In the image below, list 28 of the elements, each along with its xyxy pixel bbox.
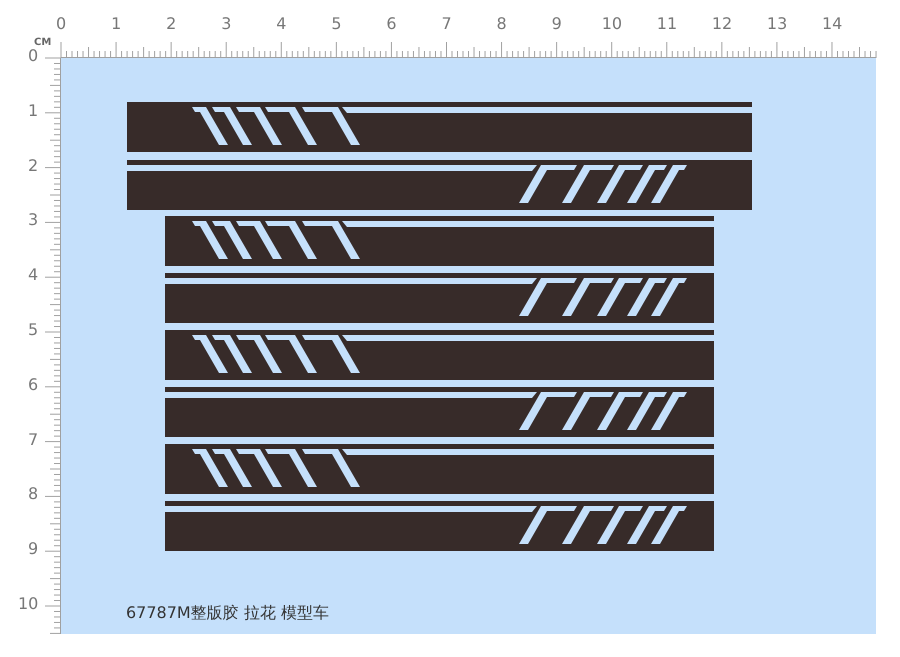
ruler-number: 5 <box>28 321 38 339</box>
ruler-number: 2 <box>28 156 38 175</box>
caption-text: 67787M整版胶 拉花 模型车 <box>126 604 329 622</box>
ruler-number: 3 <box>221 15 232 33</box>
ruler-number: 9 <box>28 540 38 558</box>
ruler-number: 7 <box>28 430 38 449</box>
ruler-number: 6 <box>386 15 397 33</box>
ruler-number: 10 <box>18 595 38 613</box>
ruler-number: 1 <box>111 15 122 33</box>
ruler-number: 11 <box>656 15 678 33</box>
ruler-number: 7 <box>441 15 452 33</box>
ruler-number: 4 <box>28 266 38 284</box>
ruler-number: 9 <box>552 15 562 33</box>
ruler-number: 0 <box>28 47 38 65</box>
ruler-number: 1 <box>28 102 38 120</box>
ruler-number: 12 <box>712 15 732 33</box>
ruler-number: 5 <box>331 15 342 33</box>
ruler-number: 10 <box>602 15 622 33</box>
ruler-number: 0 <box>56 15 66 33</box>
ruler-number: 2 <box>166 15 176 33</box>
ruler-number: 14 <box>822 15 842 33</box>
ruler-number: 4 <box>276 15 286 33</box>
ruler-number: 6 <box>28 376 38 394</box>
ruler-number: 13 <box>766 15 788 33</box>
ruler-number: 3 <box>28 211 38 230</box>
ruler-number: 8 <box>496 15 507 33</box>
ruler-number: 8 <box>28 485 38 504</box>
unit-label: CM <box>34 37 52 48</box>
